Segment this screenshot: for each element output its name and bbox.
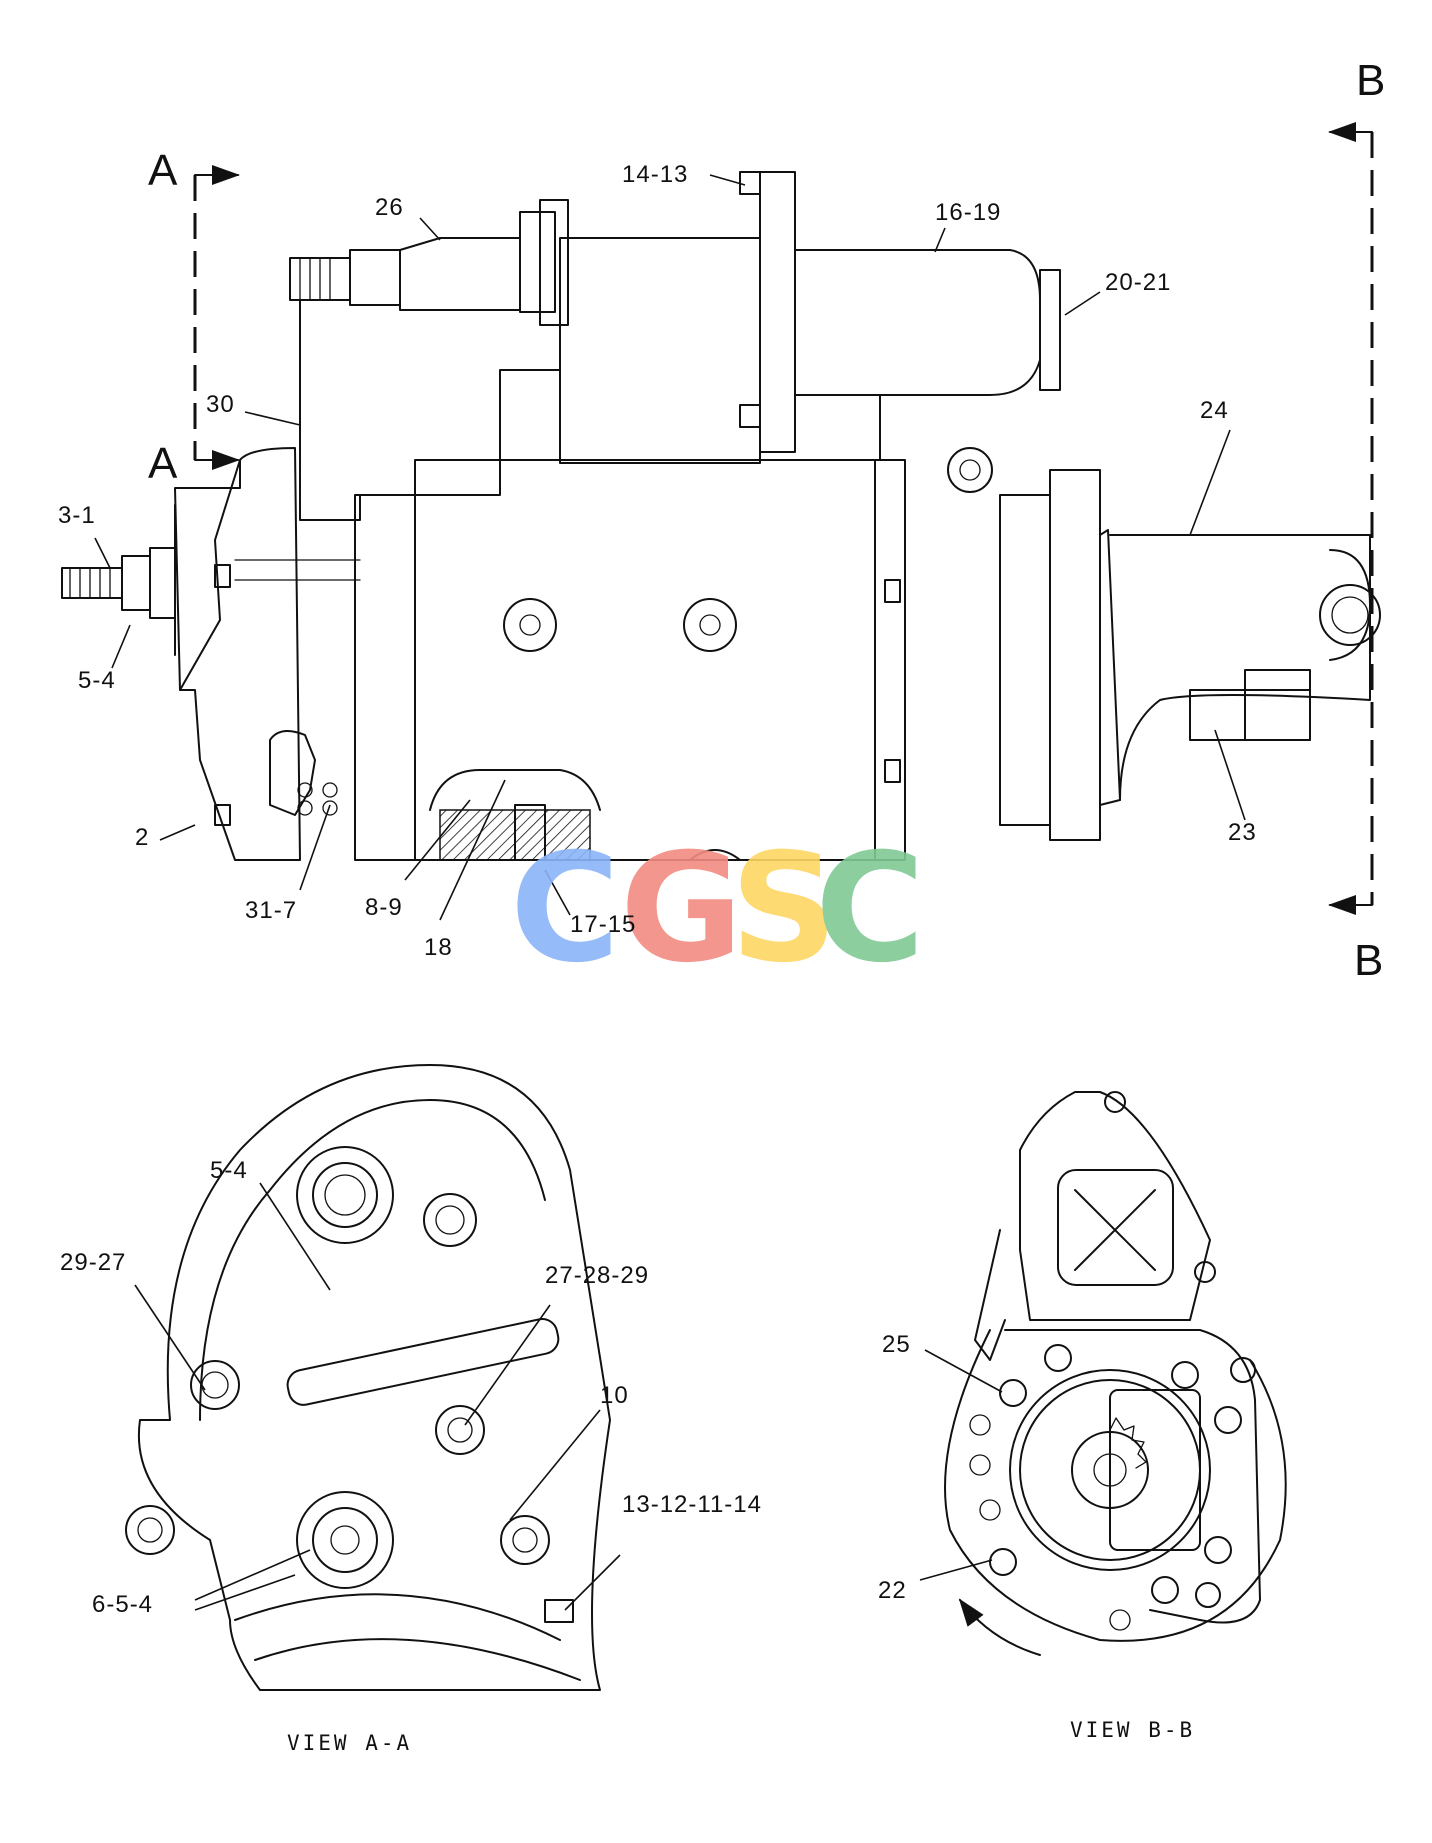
end-housing xyxy=(174,447,361,861)
callout-24: 24 xyxy=(1200,397,1229,424)
section-marker-b-bottom: B xyxy=(1354,936,1383,985)
view-a-callout-27-28-29: 27-28-29 xyxy=(545,1262,649,1289)
watermark-letter-4: C xyxy=(815,822,925,996)
view-a-callout-5-4: 5-4 xyxy=(210,1157,248,1184)
watermark-letter-3: S xyxy=(730,822,838,996)
view-b-caption: VIEW B-B xyxy=(1070,1718,1195,1742)
view-a-callout-29-27: 29-27 xyxy=(60,1249,126,1276)
section-marker-a-top: A xyxy=(148,146,178,195)
solenoid xyxy=(289,171,1061,521)
watermark-logo: C G S C xyxy=(510,822,925,996)
leader-lines xyxy=(94,174,1246,921)
section-line-b xyxy=(1328,122,1374,915)
terminal-stud xyxy=(61,504,176,656)
callout-23: 23 xyxy=(1228,819,1257,846)
callout-31-7: 31-7 xyxy=(245,897,297,924)
view-a-a xyxy=(125,1064,621,1691)
main-view xyxy=(61,122,1381,921)
section-marker-a-bottom: A xyxy=(148,439,178,488)
view-a-callout-13-12-11-14: 13-12-11-14 xyxy=(622,1491,762,1518)
view-a-caption: VIEW A-A xyxy=(287,1731,412,1755)
callout-26: 26 xyxy=(375,194,404,221)
field-frame xyxy=(354,459,906,861)
drive-housing xyxy=(999,469,1381,841)
view-b-callout-22: 22 xyxy=(878,1577,907,1604)
callout-14-13: 14-13 xyxy=(622,161,688,188)
callout-8-9: 8-9 xyxy=(365,894,403,921)
view-b-b xyxy=(919,1091,1287,1656)
watermark-letter-1: C xyxy=(510,822,620,996)
callout-3-1: 3-1 xyxy=(58,502,96,529)
callout-5-4: 5-4 xyxy=(78,667,116,694)
callout-17-15: 17-15 xyxy=(570,911,636,938)
watermark-letter-2: G xyxy=(620,822,743,996)
section-marker-b-top: B xyxy=(1356,56,1385,105)
callout-16-19: 16-19 xyxy=(935,199,1001,226)
callout-30: 30 xyxy=(206,391,235,418)
view-b-callout-25: 25 xyxy=(882,1331,911,1358)
callout-20-21: 20-21 xyxy=(1105,269,1171,296)
callout-2: 2 xyxy=(135,824,149,851)
callout-18: 18 xyxy=(424,934,453,961)
view-a-callout-6-5-4: 6-5-4 xyxy=(92,1591,153,1618)
view-a-callout-10: 10 xyxy=(600,1382,629,1409)
section-line-a xyxy=(193,165,240,470)
